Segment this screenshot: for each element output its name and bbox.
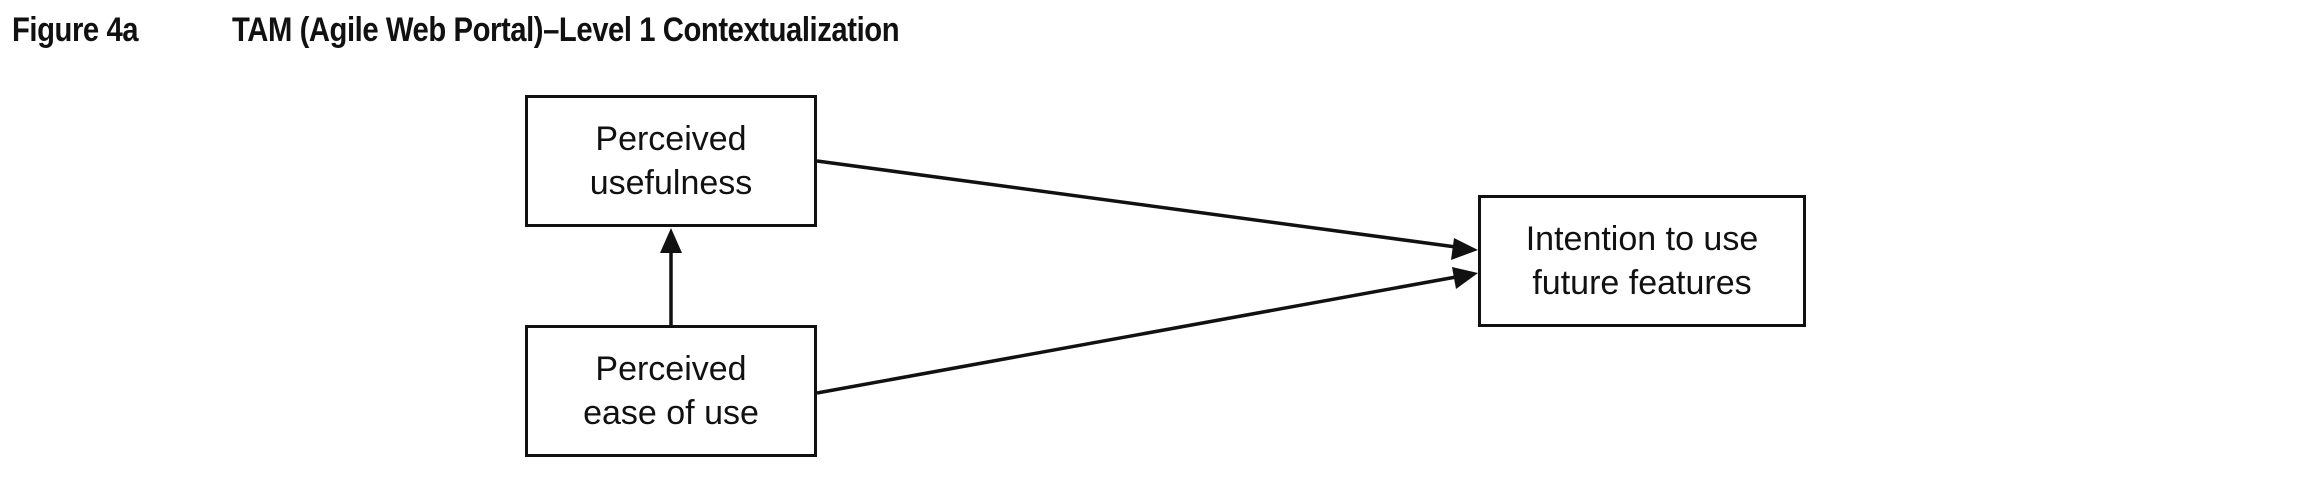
node-perceived-usefulness: Perceived usefulness [525,95,817,227]
node-perceived-ease-of-use: Perceived ease of use [525,325,817,457]
edge-ease-to-intention [816,267,1478,395]
edge-usefulness-to-intention [816,159,1478,260]
node-intention-to-use: Intention to use future features [1478,195,1806,327]
edge-ease-to-usefulness [660,228,682,325]
figure-title: TAM (Agile Web Portal)–Level 1 Contextua… [232,11,900,49]
figure-label: Figure 4a [12,11,139,49]
